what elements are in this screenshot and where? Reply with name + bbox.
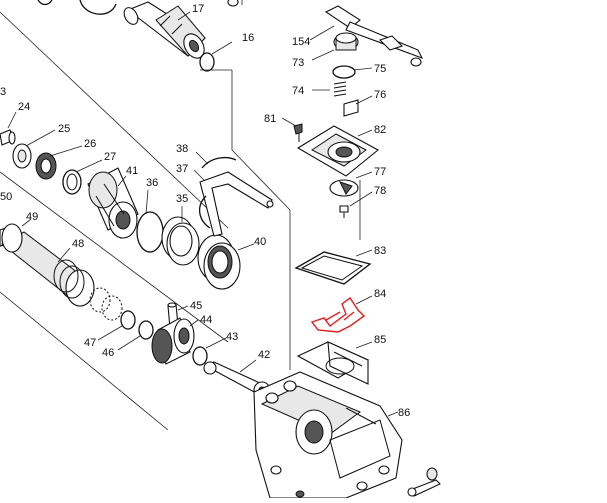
label-24: 24 [18,101,30,113]
label-73: 73 [292,57,304,69]
part-81-screw [281,117,303,142]
guide-lines [0,0,361,431]
label-75: 75 [374,63,386,75]
bottom-right-fasteners [295,467,441,498]
part-84-bracket-highlighted [310,295,373,333]
label-82: 82 [374,124,386,136]
label-48: 48 [72,238,84,250]
part-24-pin [0,111,17,146]
label-76: 76 [374,89,386,101]
part-74-spring [312,81,347,97]
label-43: 43 [226,331,238,343]
part-154-lever [309,5,424,67]
label-42: 42 [258,349,270,361]
label-36: 36 [146,177,158,189]
label-16: 16 [242,32,254,44]
label-74: 74 [292,85,304,97]
label-85: 85 [374,334,386,346]
label-17: 17 [192,3,204,15]
part-36-ring [136,189,164,253]
part-25-washer [12,129,56,169]
part-37-shift-arm [193,169,274,237]
label-46: 46 [102,347,114,359]
label-50: 50 [0,191,12,203]
part-16-o-ring [199,41,233,72]
part-82-cover [296,125,379,177]
part-35-gear-ring [161,206,200,266]
label-41: 41 [126,165,138,177]
part-77-cam [329,171,373,197]
label-83: 83 [374,245,386,257]
part-48-rings-dashed [89,287,123,321]
label-44: 44 [200,314,212,326]
part-47-o-ring [97,310,136,341]
part-27-ring [62,159,103,195]
part-43-o-ring [192,337,227,366]
label-3: 3 [0,86,6,98]
label-25: 25 [58,123,70,135]
part-17-spindle [123,1,206,59]
label-84: 84 [374,288,386,300]
part-46-o-ring [117,320,154,351]
part-86-housing [253,371,403,499]
label-40: 40 [254,236,266,248]
label-45: 45 [190,300,202,312]
part-48-cylinder [1,223,95,307]
part-73-knob [311,32,359,61]
part-78-screw [339,191,373,218]
label-27: 27 [104,151,116,163]
label-26: 26 [84,138,96,150]
part-38-spring-clip [195,151,237,169]
part-40-gear-ring [197,234,255,290]
part-44-piston [151,317,199,365]
top-fragments [37,0,239,15]
label-77: 77 [374,166,386,178]
part-85-frame [296,341,373,385]
label-81: 81 [264,113,276,125]
part-83-gasket [294,249,373,285]
label-154: 154 [292,36,310,48]
label-78: 78 [374,185,386,197]
label-35: 35 [176,193,188,205]
label-38: 38 [176,143,188,155]
label-47: 47 [84,337,96,349]
label-86: 86 [398,407,410,419]
label-49: 49 [26,211,38,223]
part-75-o-ring [332,65,373,79]
callout-labels: 17 16 3 24 25 26 27 41 36 38 37 35 40 50… [0,3,410,419]
part-26-gear [35,145,83,180]
part-76-plate [343,95,373,117]
label-37: 37 [176,163,188,175]
part-41-clutch-cage [87,167,139,239]
